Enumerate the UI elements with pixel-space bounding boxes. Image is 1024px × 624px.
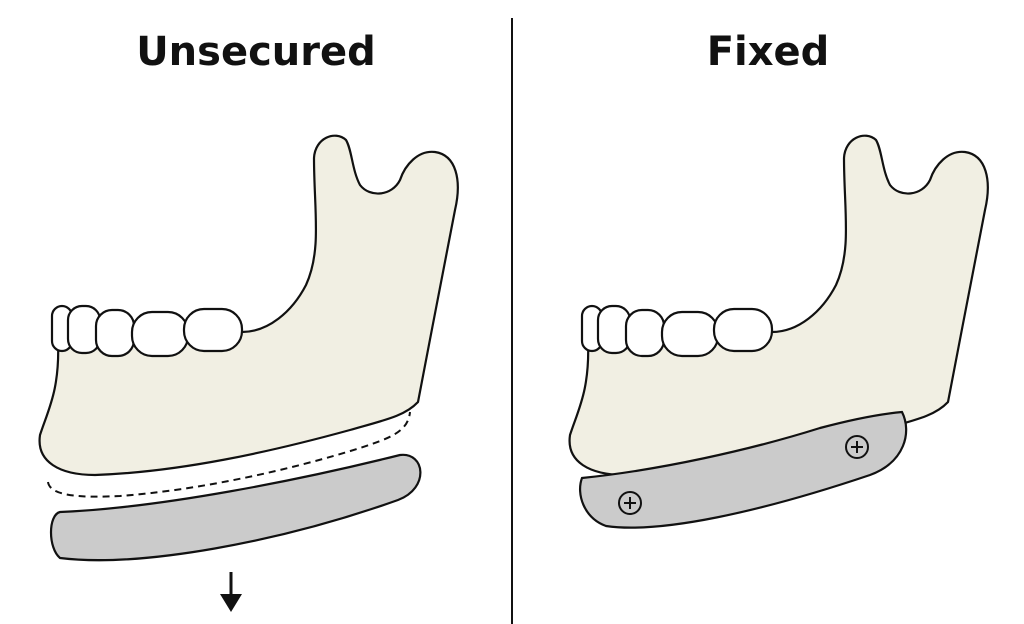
screw-head-icon <box>618 491 642 515</box>
panel-title-unsecured: Unsecured <box>136 29 376 75</box>
screw-head-icon <box>845 435 869 459</box>
secured-plate <box>578 410 908 529</box>
detached-gap-outline <box>47 411 411 498</box>
mandible-unsecured <box>38 134 459 477</box>
unsecured-panel <box>38 134 459 612</box>
down-arrow-icon <box>220 572 242 612</box>
loose-plate <box>49 453 422 562</box>
fixed-panel <box>568 134 989 529</box>
mandible-fixed <box>568 134 989 477</box>
panel-title-fixed: Fixed <box>706 29 830 75</box>
